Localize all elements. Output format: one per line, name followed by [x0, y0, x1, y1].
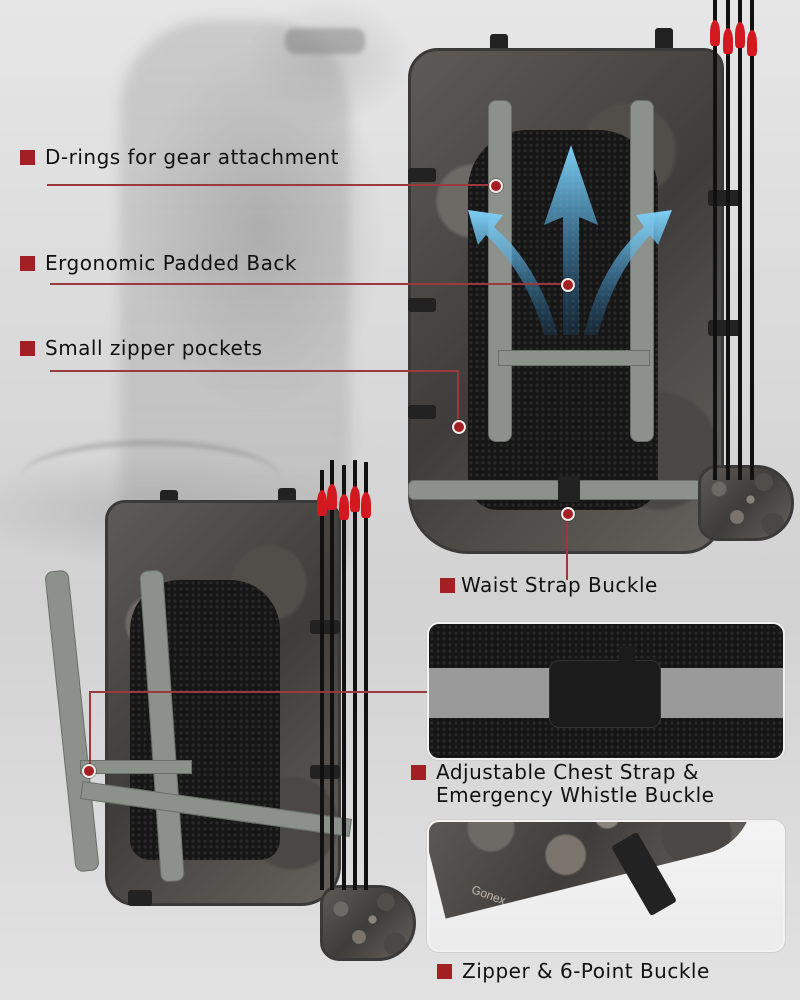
arrow-fletching-icon	[723, 28, 733, 54]
bullet-square-icon	[20, 150, 35, 165]
callout-line-zipper-pockets	[50, 370, 458, 372]
arrow-shaft	[353, 460, 357, 890]
callout-line-zipper-pockets-vertical	[457, 370, 459, 426]
arrow-fletching-icon	[350, 486, 360, 512]
bullet-square-icon	[437, 964, 452, 979]
backpack-angle-view	[20, 460, 416, 961]
bow-silhouette	[20, 440, 280, 516]
pack-corner-fabric	[429, 822, 766, 919]
callout-dot-icon	[561, 278, 575, 292]
arrow-tip-pouch	[320, 885, 416, 961]
bullet-square-icon	[20, 256, 35, 271]
callout-waist-buckle: Waist Strap Buckle	[440, 574, 658, 597]
callout-text-line1: Adjustable Chest Strap &	[436, 760, 699, 784]
callout-dot-icon	[82, 764, 96, 778]
arrow-shaft	[713, 0, 717, 480]
waist-strap-buckle	[558, 476, 580, 502]
callout-d-rings: D-rings for gear attachment	[20, 146, 339, 169]
callout-text: Zipper & 6-Point Buckle	[462, 959, 710, 983]
arrow-shaft	[738, 0, 742, 480]
callout-line-padded-back	[50, 283, 567, 285]
arrow-fletching-icon	[339, 494, 349, 520]
chest-strap-closeup	[427, 622, 785, 760]
callout-zipper-pockets: Small zipper pockets	[20, 337, 263, 360]
callout-text: D-rings for gear attachment	[45, 145, 339, 169]
arrow-shaft	[750, 0, 754, 480]
arrow-shaft	[364, 462, 368, 890]
callout-line-waist-buckle	[566, 512, 568, 580]
callout-line-d-rings	[47, 184, 495, 186]
callout-zipper-buckle: Zipper & 6-Point Buckle	[437, 960, 710, 983]
airflow-arrows-icon	[468, 145, 672, 335]
callout-chest-strap: Adjustable Chest Strap & Emergency Whist…	[411, 761, 714, 807]
arrow-fletching-icon	[747, 30, 757, 56]
arrow-fletching-icon	[735, 22, 745, 48]
backpack-rear-view	[408, 0, 794, 560]
side-buckle	[310, 765, 340, 779]
arrow-shaft	[342, 465, 346, 890]
callout-text-line2: Emergency Whistle Buckle	[436, 783, 715, 807]
callout-line-chest-strap-vertical	[89, 691, 91, 769]
arrow-fletching-icon	[710, 20, 720, 46]
zipper-buckle-closeup: Gonex	[427, 820, 785, 952]
sternum-strap	[498, 350, 650, 366]
callout-line-chest-strap	[89, 691, 427, 693]
shoulder-strap-right	[630, 100, 654, 442]
whistle-tip	[619, 646, 635, 668]
arrow-fletching-icon	[317, 490, 327, 516]
binocular-silhouette	[285, 28, 365, 54]
side-buckle	[310, 620, 340, 634]
arrow-shaft	[726, 0, 730, 480]
top-grab-loop	[655, 28, 673, 54]
side-buckle	[408, 405, 436, 419]
sternum-strap	[80, 760, 192, 774]
arrow-shaft	[320, 470, 324, 890]
callout-dot-icon	[489, 179, 503, 193]
callout-dot-icon	[452, 420, 466, 434]
shoulder-strap-left	[488, 100, 512, 442]
shoulder-strap-left	[44, 569, 100, 873]
callout-text: Waist Strap Buckle	[461, 573, 658, 597]
callout-text: Ergonomic Padded Back	[45, 251, 297, 275]
side-buckle	[408, 298, 436, 312]
arrow-fletching-icon	[327, 484, 337, 510]
waist-buckle	[128, 890, 152, 906]
whistle-buckle	[549, 660, 661, 728]
bullet-square-icon	[440, 578, 455, 593]
side-buckle	[408, 168, 436, 182]
callout-text: Small zipper pockets	[45, 336, 263, 360]
arrow-fletching-icon	[361, 492, 371, 518]
bullet-square-icon	[20, 341, 35, 356]
arrow-shaft	[330, 460, 334, 890]
bullet-square-icon	[411, 765, 426, 780]
callout-dot-icon	[561, 507, 575, 521]
callout-padded-back: Ergonomic Padded Back	[20, 252, 297, 275]
arrow-tip-pouch	[698, 465, 794, 541]
